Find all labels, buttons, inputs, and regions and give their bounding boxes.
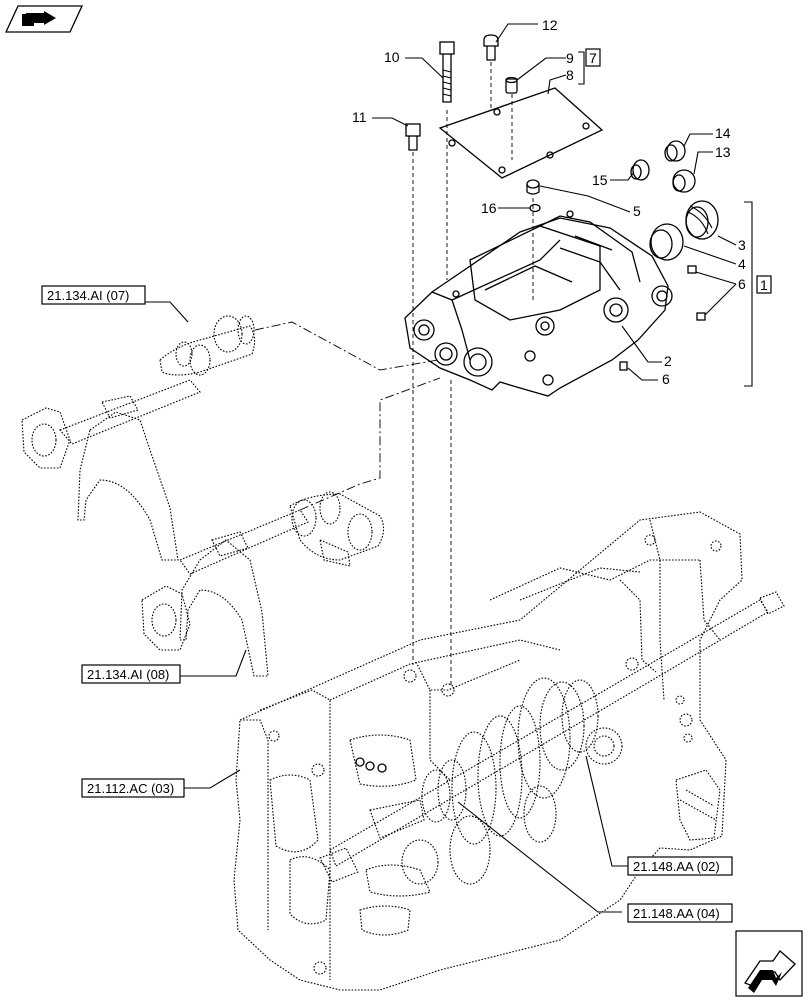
callout-6b: 6 bbox=[662, 371, 670, 387]
callout-11: 11 bbox=[352, 109, 367, 125]
ref-21-134-ai-07[interactable]: 21.134.AI (07) bbox=[41, 285, 146, 305]
callout-13: 13 bbox=[715, 144, 731, 160]
bolt-12 bbox=[483, 34, 499, 61]
pin-6 bbox=[619, 265, 706, 371]
next-page-arrow-icon[interactable] bbox=[735, 930, 803, 997]
callout-leaders bbox=[145, 23, 753, 913]
callout-numbers: 10 12 9 8 7 11 14 13 15 5 16 3 4 6 1 2 6 bbox=[352, 17, 772, 387]
ref-label: 21.112.AC (03) bbox=[87, 781, 174, 796]
ref-label: 21.134.AI (08) bbox=[87, 667, 169, 682]
callout-1: 1 bbox=[760, 277, 768, 293]
callout-3: 3 bbox=[738, 237, 746, 253]
callout-6a: 6 bbox=[738, 276, 746, 292]
shift-fork-assembly-07 bbox=[21, 315, 256, 561]
ref-21-148-aa-04[interactable]: 21.148.AA (04) bbox=[627, 903, 733, 923]
callout-15: 15 bbox=[592, 172, 608, 188]
callout-8: 8 bbox=[566, 67, 574, 83]
callout-9: 9 bbox=[566, 50, 574, 66]
shift-fork-assembly-08 bbox=[141, 491, 385, 677]
o-ring-16 bbox=[529, 203, 541, 213]
ref-21-148-aa-02[interactable]: 21.148.AA (02) bbox=[627, 856, 733, 876]
valve-housing bbox=[404, 210, 673, 397]
transmission-case bbox=[233, 511, 743, 991]
callout-12: 12 bbox=[542, 17, 558, 33]
seal-14 bbox=[664, 140, 686, 162]
dowel-9 bbox=[505, 76, 518, 94]
ref-label: 21.148.AA (02) bbox=[633, 859, 720, 874]
book-arrow-icon[interactable] bbox=[4, 5, 84, 33]
ref-label: 21.148.AA (04) bbox=[633, 906, 720, 921]
cover-plate bbox=[438, 87, 604, 179]
seal-15 bbox=[630, 159, 650, 181]
callout-5: 5 bbox=[633, 203, 641, 219]
bolt-11 bbox=[405, 123, 421, 151]
main-shaft-gears bbox=[319, 591, 785, 885]
ring-3 bbox=[685, 200, 719, 240]
callout-14: 14 bbox=[715, 125, 731, 141]
plug-5 bbox=[526, 179, 540, 195]
callout-16: 16 bbox=[481, 200, 497, 216]
ring-4 bbox=[649, 223, 684, 261]
bolt-10 bbox=[439, 41, 455, 103]
callout-4: 4 bbox=[738, 256, 746, 272]
ref-21-112-ac-03[interactable]: 21.112.AC (03) bbox=[81, 778, 185, 798]
ref-label: 21.134.AI (07) bbox=[47, 288, 129, 303]
seal-13 bbox=[672, 169, 696, 193]
callout-2: 2 bbox=[664, 353, 672, 369]
callout-7: 7 bbox=[589, 50, 597, 66]
callout-10: 10 bbox=[384, 49, 400, 65]
ref-21-134-ai-08[interactable]: 21.134.AI (08) bbox=[81, 664, 181, 684]
